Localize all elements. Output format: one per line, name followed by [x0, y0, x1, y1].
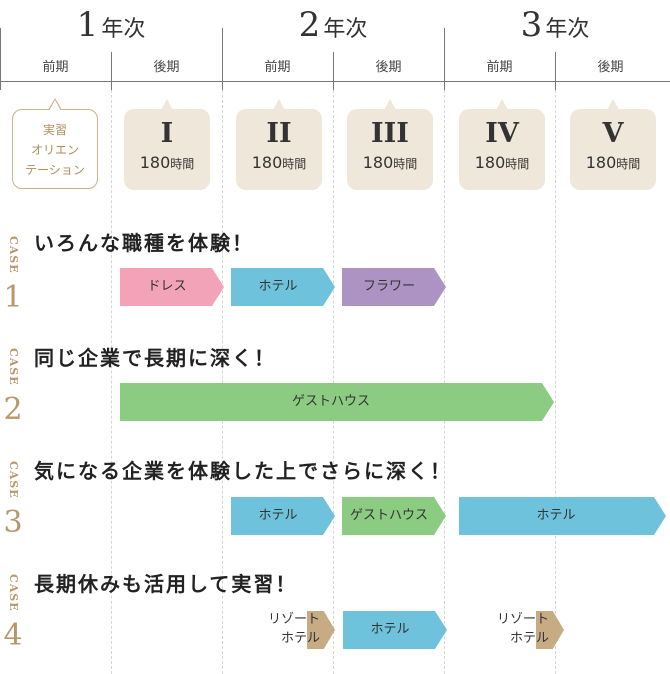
bar-label: ドレス [147, 279, 187, 294]
case-number-4: 4 [3, 618, 23, 653]
bar-guesthouse: ゲストハウス [342, 497, 446, 535]
year-divider [444, 28, 445, 90]
practicum-numeral: III [371, 118, 409, 149]
column-guide [222, 90, 223, 674]
bar-flower: フラワー [342, 268, 446, 306]
case-label: CASE [7, 574, 20, 612]
bar-dress: ドレス [120, 268, 224, 306]
practicum-box-2: II 180時間 [236, 99, 322, 190]
year-number: 3 [520, 5, 543, 45]
practicum-numeral: IV [485, 118, 519, 149]
case-2-title: 同じ企業で長期に深く！ [34, 346, 276, 370]
practicum-hours: 180時間 [362, 153, 418, 172]
bar-hotel: ホテル [231, 497, 335, 535]
column-guide [444, 90, 445, 674]
resort-hotel-label: リゾート ホテル [496, 612, 549, 646]
term-label: 前期 [42, 60, 69, 75]
case-label: CASE [7, 461, 20, 499]
practicum-box-3: III 180時間 [347, 99, 433, 190]
case-number-3: 3 [3, 505, 23, 540]
bar-guesthouse: ゲストハウス [120, 383, 554, 421]
practicum-hours: 180時間 [251, 153, 307, 172]
year-divider [0, 28, 1, 90]
case-label: CASE [7, 348, 20, 386]
column-guide [111, 90, 112, 674]
case-1-title: いろんな職種を体験！ [34, 231, 254, 255]
year-unit: 年次 [545, 17, 590, 42]
year-unit: 年次 [101, 17, 146, 42]
bar-label: フラワー [362, 279, 415, 294]
term-label: 後期 [153, 60, 180, 75]
case-number-1: 1 [3, 280, 23, 315]
term-divider [333, 52, 334, 90]
bar-label: ゲストハウス [291, 394, 370, 409]
bar-label: ホテル [258, 508, 298, 523]
bar-label: ゲストハウス [349, 508, 428, 523]
header-baseline [0, 81, 670, 82]
resort-hotel-label: リゾート ホテル [267, 612, 320, 646]
practicum-numeral: V [602, 118, 624, 149]
bar-label: ホテル [258, 279, 298, 294]
bar-label: ホテル [370, 622, 410, 637]
bar-hotel-long: ホテル [459, 497, 666, 535]
term-label: 前期 [264, 60, 291, 75]
term-divider [555, 52, 556, 90]
orientation-text: 実習 オリエン テーション [25, 123, 85, 177]
practicum-box-5: V 180時間 [570, 99, 656, 190]
bar-hotel: ホテル [343, 611, 447, 649]
case-4-title: 長期休みも活用して実習！ [34, 572, 298, 596]
column-guide [333, 90, 334, 674]
term-divider [111, 52, 112, 90]
case-label: CASE [7, 236, 20, 274]
term-label: 後期 [375, 60, 402, 75]
year-divider [222, 28, 223, 90]
term-label: 前期 [486, 60, 513, 75]
practicum-box-4: IV 180時間 [459, 99, 545, 190]
practicum-numeral: II [266, 118, 292, 149]
year-unit: 年次 [323, 17, 368, 42]
case-3-title: 気になる企業を体験した上でさらに深く！ [34, 459, 452, 483]
column-guide [555, 90, 556, 674]
term-label: 後期 [597, 60, 624, 75]
practicum-box-1: I 180時間 [124, 99, 210, 190]
practicum-hours: 180時間 [139, 153, 195, 172]
practicum-hours: 180時間 [474, 153, 530, 172]
year-number: 1 [76, 5, 99, 45]
bar-label: ホテル [536, 508, 576, 523]
practicum-hours: 180時間 [585, 153, 641, 172]
case-number-2: 2 [3, 392, 23, 427]
practicum-numeral: I [160, 118, 174, 149]
year-number: 2 [298, 5, 321, 45]
bar-hotel: ホテル [231, 268, 335, 306]
orientation-callout: 実習 オリエン テーション [12, 98, 98, 189]
